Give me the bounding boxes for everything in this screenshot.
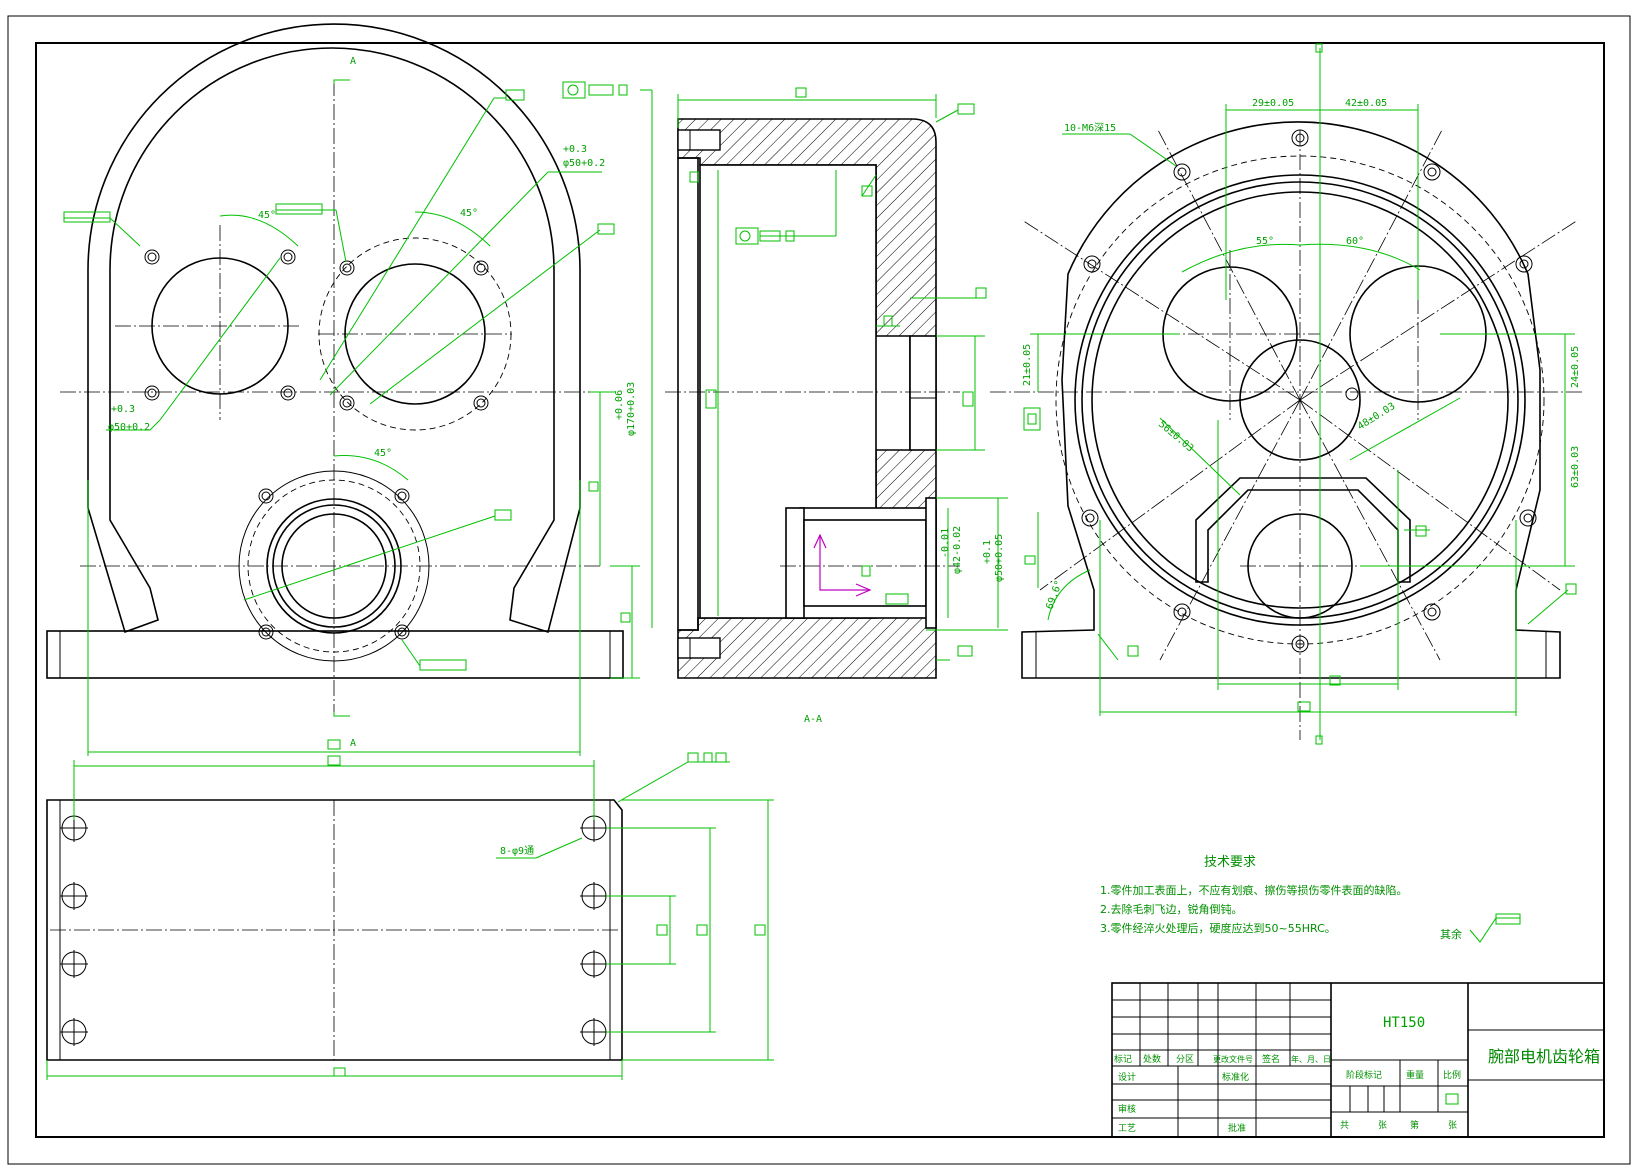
roughness-symbol (1469, 917, 1520, 943)
tb-row-label-5: 年、月、日 (1291, 1054, 1331, 1064)
roughness-note: 其余 (1440, 927, 1462, 941)
dim-42: 42±0.05 (1345, 98, 1387, 109)
holes-note: 8-φ9通 (500, 845, 534, 857)
tb-sheet-unit-2: 张 (1448, 1120, 1457, 1131)
angle-45-b: 45° (460, 208, 478, 219)
outer-border (7, 15, 1631, 1165)
tb-review: 审核 (1118, 1103, 1136, 1115)
front-view: A A +0.3 φ50+0.2 +0.3 φ50+0.2 (46, 23, 640, 756)
tech-requirements: 技术要求 1.零件加工表面上，不应有划痕、擦伤等损伤零件表面的缺陷。 2.去除毛… (1100, 855, 1521, 943)
tech-title: 技术要求 (1204, 855, 1256, 870)
dim-21: 21±0.05 (1022, 344, 1033, 386)
dim-29: 29±0.05 (1252, 98, 1294, 109)
title-block: HT150 腕部电机齿轮箱 标记 处数 分区 更改文件号 签名 年、月、日 设计… (1111, 982, 1605, 1138)
tb-row-label-2: 分区 (1176, 1054, 1194, 1065)
section-mark-bottom: A (350, 738, 356, 749)
dim-section-42: φ42-0.02 (952, 526, 963, 574)
dim-section-170: φ170+0.03 (626, 382, 637, 436)
tb-row-label-3: 更改文件号 (1213, 1054, 1253, 1064)
tb-approve: 批准 (1228, 1122, 1246, 1134)
dim-56: 56±0.03 (1156, 419, 1195, 455)
tb-sheet-unit-1: 张 (1378, 1120, 1387, 1131)
tech-item-3: 3.零件经淬火处理后，硬度应达到50~55HRC。 (1100, 921, 1336, 935)
section-label: A-A (804, 714, 822, 725)
dim-63: 63±0.03 (1570, 446, 1581, 488)
section-mark-top: A (350, 56, 356, 67)
tb-process: 工艺 (1118, 1123, 1136, 1134)
tb-scale: 比例 (1443, 1069, 1461, 1081)
tb-row-label-1: 处数 (1143, 1053, 1161, 1065)
dim-bore-left: φ50+0.2 (108, 422, 150, 433)
tech-item-2: 2.去除毛刺飞边，锐角倒钝。 (1100, 902, 1243, 916)
tb-design: 设计 (1118, 1071, 1136, 1083)
thread-note: 10-M6深15 (1064, 122, 1116, 134)
material: HT150 (1383, 1015, 1425, 1031)
section-view: A-A φ170+0.03 +0.06 φ4 (562, 81, 1008, 725)
dim-24: 24±0.05 (1570, 346, 1581, 388)
dim-bore-mid: φ50+0.2 (563, 158, 605, 169)
part-name: 腕部电机齿轮箱 (1488, 1047, 1600, 1066)
tb-weight: 重量 (1406, 1069, 1424, 1081)
tb-sheet-of: 第 (1410, 1119, 1419, 1131)
angle-45-a: 45° (258, 210, 276, 221)
angle-55: 55° (1256, 236, 1274, 247)
plan-view: 8-φ9通 (46, 752, 774, 1080)
tb-stage-mark: 阶段标记 (1346, 1069, 1382, 1081)
side-view: 29±0.05 42±0.05 10-M6深15 55° 60° 21±0.05… (990, 43, 1585, 745)
dim-48: 48±0.03 (1356, 401, 1398, 433)
dim-bore-mid-tol: +0.3 (563, 144, 587, 155)
tech-item-1: 1.零件加工表面上，不应有划痕、擦伤等损伤零件表面的缺陷。 (1100, 883, 1408, 897)
tb-row-label-0: 标记 (1114, 1053, 1132, 1065)
angle-60: 60° (1346, 236, 1364, 247)
dim-section-50: φ50+0.05 (994, 534, 1005, 582)
tb-scale-value (1445, 1093, 1459, 1105)
angle-69: 69.6° (1044, 579, 1065, 611)
dim-section-42-tol: -0.01 (940, 528, 951, 558)
dim-section-170-tol: +0.06 (614, 390, 625, 420)
dim-section-50-tol: +0.1 (982, 540, 993, 564)
tb-standardize: 标准化 (1222, 1071, 1249, 1083)
tb-total: 共 (1340, 1120, 1349, 1131)
tb-row-label-4: 签名 (1262, 1053, 1280, 1065)
angle-45-c: 45° (374, 448, 392, 459)
dim-bore-left-tol-a: +0.3 (111, 404, 135, 415)
inner-frame (35, 42, 1605, 1138)
